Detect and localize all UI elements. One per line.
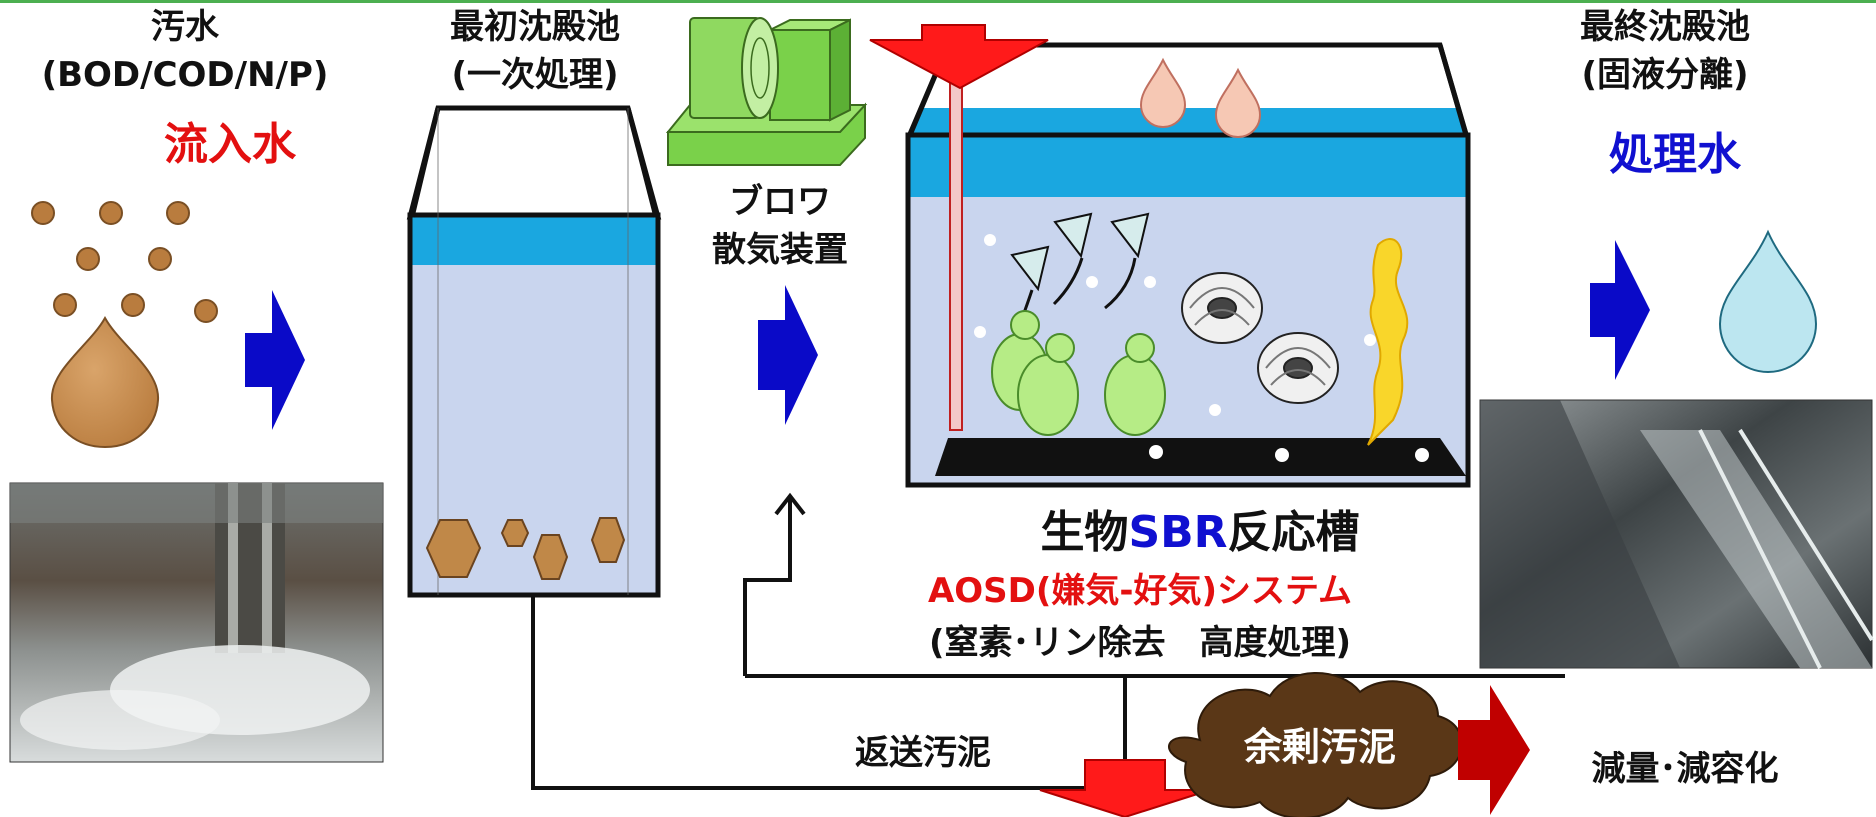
feed-arrow-icon — [869, 24, 1049, 90]
primary-tank-subtitle: (一次処理) — [451, 55, 619, 95]
air-bubble-icon — [1149, 445, 1163, 459]
down-arrow-icon — [1039, 759, 1211, 817]
air-bubble-icon — [974, 326, 986, 338]
air-bubble-icon — [1144, 276, 1156, 288]
sludge-particle-icon — [121, 293, 145, 317]
water-drop-icon — [1139, 57, 1187, 128]
output-arrow-icon — [1458, 685, 1530, 815]
final-tank-subtitle: (固液分離) — [1581, 55, 1749, 95]
air-bubbles — [974, 234, 1429, 462]
sludge-particle-icon — [76, 247, 100, 271]
microorganism-icon — [1367, 238, 1409, 446]
reduction-label: 減量･減容化 — [1591, 749, 1779, 789]
blower-line1: ブロワ — [729, 182, 831, 222]
reactor-note: (窒素･リン除去 高度処理) — [928, 623, 1352, 663]
final-tank-photo — [1479, 399, 1874, 669]
air-bubble-icon — [1086, 276, 1098, 288]
diffuser-pipe — [949, 79, 963, 431]
sludge-particle-icon — [166, 201, 190, 225]
sludge-particle-icon — [148, 247, 172, 271]
primary-tank-title: 最初沈殿池 — [450, 7, 620, 47]
sludge-particle-icon — [194, 299, 218, 323]
blower-icon — [665, 17, 868, 166]
return-sludge-label: 返送汚泥 — [855, 733, 991, 773]
final-tank-title: 最終沈殿池 — [1580, 7, 1750, 47]
air-bubble-icon — [1415, 448, 1429, 462]
sludge-particle-icon — [31, 201, 55, 225]
settled-sludge-particles — [425, 517, 626, 580]
return-sludge-line — [531, 595, 1565, 790]
reactor-title-suffix: 反応槽 — [1227, 507, 1360, 558]
treated-water-drop-icon — [1718, 229, 1818, 373]
sludge-particle-icon — [99, 201, 123, 225]
air-bubble-icon — [1209, 404, 1221, 416]
sludge-particle-icon — [53, 293, 77, 317]
return-air-line — [743, 492, 806, 676]
water-drop-icon — [1214, 67, 1262, 138]
microorganism-icon — [1181, 272, 1339, 404]
sludge-particle-icon — [532, 534, 569, 580]
sewage-drop-icon — [50, 315, 160, 449]
blower-line2: 散気装置 — [712, 230, 848, 270]
reactor-title-prefix: 生物 — [1040, 507, 1129, 558]
flow-arrow-icon — [758, 285, 818, 425]
microorganism-icon — [991, 310, 1166, 436]
sludge-particle-icon — [500, 519, 530, 547]
air-bubble-icon — [1364, 334, 1376, 346]
air-bubble-icon — [984, 234, 996, 246]
microorganism-icon — [1010, 212, 1150, 339]
air-release-drops — [1139, 57, 1262, 138]
top-accent-line — [0, 0, 1876, 3]
sludge-particle-icon — [425, 519, 482, 578]
inflow-photo — [9, 482, 384, 763]
flow-arrow-icon — [1590, 240, 1650, 380]
reactor-system: AOSD(嫌気-好気)システム — [927, 571, 1353, 611]
inflow-particles — [31, 201, 218, 323]
reactor-title: 生物SBR反応槽 — [990, 507, 1410, 559]
inflow-subtitle: (BOD/COD/N/P) — [41, 55, 329, 95]
inflow-title: 汚水 — [151, 7, 219, 47]
excess-sludge-label: 余剰汚泥 — [1243, 725, 1396, 769]
treated-water-label: 処理水 — [1609, 129, 1741, 180]
flow-arrow-icon — [245, 290, 305, 430]
sludge-particle-icon — [590, 517, 626, 563]
excess-sludge-cloud — [1168, 672, 1463, 817]
inflow-label: 流入水 — [164, 119, 296, 170]
air-bubble-icon — [1275, 448, 1289, 462]
reactor-title-highlight: SBR — [1128, 507, 1228, 558]
